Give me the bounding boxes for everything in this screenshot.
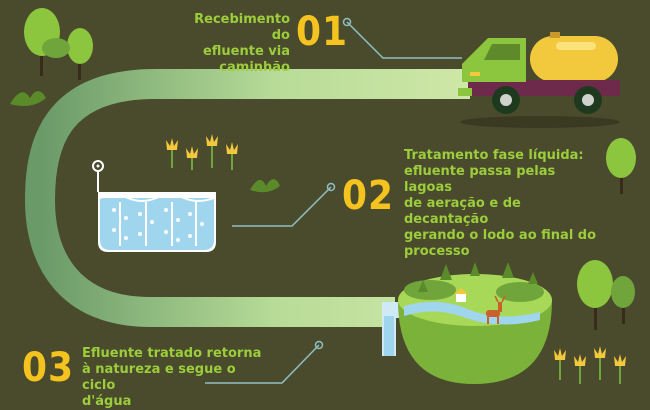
truck-icon	[458, 32, 620, 128]
step-02-number: 02	[342, 173, 395, 219]
step-03-description: Efluente tratado retorna à natureza e se…	[82, 346, 272, 410]
nature-globe-icon	[382, 262, 552, 384]
step-02-line-2: efluente passa pelas lagoas	[404, 164, 556, 195]
aeration-tank-icon	[92, 160, 216, 252]
step-01-description: Recebimento do efluente via caminhão	[172, 12, 290, 76]
flowers-icon	[554, 346, 626, 384]
step-03-line-2: à natureza e segue o ciclo	[82, 362, 236, 393]
step-01-number: 01	[296, 9, 349, 55]
step-03-line-3: d'água	[82, 394, 132, 409]
step-02-line-1: Tratamento fase líquida:	[404, 148, 584, 163]
step-02-description: Tratamento fase líquida: efluente passa …	[404, 148, 604, 260]
step-01-line-2: efluente via caminhão	[202, 44, 290, 75]
tree-icon	[10, 8, 93, 106]
step-02-line-4: gerando o lodo ao final do	[404, 228, 597, 243]
step-03-number: 03	[22, 345, 75, 391]
step-01-line-1: Recebimento do	[194, 12, 290, 43]
step-03-line-1: Efluente tratado retorna	[82, 346, 262, 361]
connector-lines	[205, 17, 462, 384]
step-02-line-3: de aeração e de decantação	[404, 196, 521, 227]
pipe	[24, 69, 470, 327]
flowers-icon	[166, 134, 280, 193]
tree-icon	[577, 138, 636, 330]
step-02-line-5: processo	[404, 244, 470, 259]
